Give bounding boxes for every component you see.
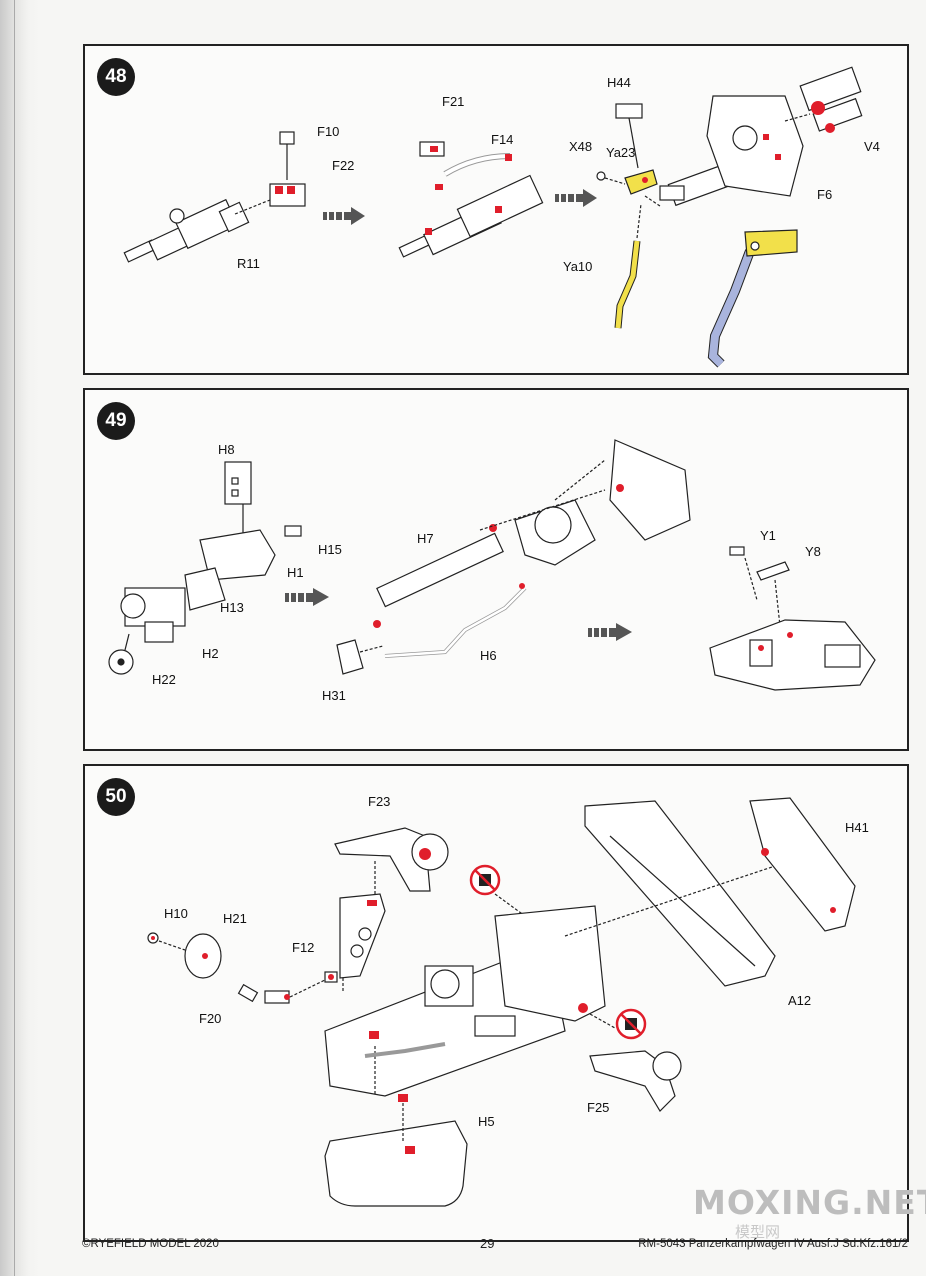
binding-edge xyxy=(14,0,15,1276)
direction-arrow-icon xyxy=(323,207,365,225)
direction-arrow-icon xyxy=(588,623,632,641)
label-f25: F25 xyxy=(587,1100,610,1115)
label-h21: H21 xyxy=(223,911,247,926)
part-v4 xyxy=(784,66,863,133)
no-glue-icon xyxy=(615,1008,647,1040)
label-y8: Y8 xyxy=(805,544,821,559)
part-h15 xyxy=(284,525,302,537)
label-y1: Y1 xyxy=(760,528,776,543)
part-f23 xyxy=(334,827,449,894)
part-y1 xyxy=(729,546,758,601)
part-ya10 xyxy=(614,203,642,329)
watermark-logo: MOXING.NET xyxy=(693,1183,926,1222)
label-f20: F20 xyxy=(199,1011,222,1026)
label-h7: H7 xyxy=(417,531,434,546)
label-h44: H44 xyxy=(607,75,631,90)
label-h13: H13 xyxy=(220,600,244,615)
step-49-panel: 49 xyxy=(83,388,909,751)
label-h15: H15 xyxy=(318,542,342,557)
label-h2: H2 xyxy=(202,646,219,661)
label-ya23: Ya23 xyxy=(606,145,636,160)
part-final-assembly-49 xyxy=(709,619,876,691)
label-x48: X48 xyxy=(569,139,593,154)
label-v4: V4 xyxy=(864,139,880,154)
label-ya10: Ya10 xyxy=(563,259,593,274)
step-number-badge: 50 xyxy=(97,778,135,816)
step-50-drawing xyxy=(147,797,856,1207)
label-h10: H10 xyxy=(164,906,188,921)
label-h8: H8 xyxy=(218,442,235,457)
label-f23: F23 xyxy=(368,794,391,809)
part-f20 xyxy=(237,979,326,1004)
label-a12: A12 xyxy=(788,993,812,1008)
step-number-badge: 49 xyxy=(97,402,135,440)
label-h22: H22 xyxy=(152,672,176,687)
label-h31: H31 xyxy=(322,688,346,703)
part-h22 xyxy=(108,633,134,675)
part-breech-assembly xyxy=(479,439,691,566)
part-h6 xyxy=(384,583,527,658)
label-f10: F10 xyxy=(317,124,340,139)
step-49-drawing xyxy=(108,439,876,691)
label-r11: R11 xyxy=(237,256,260,271)
label-h6: H6 xyxy=(480,648,497,663)
part-f10 xyxy=(279,131,295,180)
label-h1: H1 xyxy=(287,565,304,580)
part-h8 xyxy=(224,461,252,540)
direction-arrow-icon xyxy=(285,588,329,606)
label-h41: H41 xyxy=(845,820,869,835)
page-number: 29 xyxy=(480,1236,495,1251)
label-f6: F6 xyxy=(817,187,833,202)
step-50-panel: 50 xyxy=(83,764,909,1242)
part-f25 xyxy=(589,1050,682,1112)
part-f22 xyxy=(269,183,306,207)
label-f21: F21 xyxy=(442,94,465,109)
part-gun-cradle xyxy=(324,905,606,1097)
part-ya10-installed xyxy=(707,229,798,368)
label-f14: F14 xyxy=(491,132,514,147)
part-ya23 xyxy=(624,169,658,195)
part-r11-gun xyxy=(123,198,250,263)
footer-kit-title: RM-5043 Panzerkampfwagen IV Ausf.J Sd.Kf… xyxy=(638,1238,908,1250)
part-h44 xyxy=(615,103,643,169)
label-h5: H5 xyxy=(478,1114,495,1129)
direction-arrow-icon xyxy=(555,189,597,207)
step-48-panel: 48 xyxy=(83,44,909,375)
part-a12 xyxy=(564,800,806,987)
assembled-gun-middle xyxy=(398,141,544,258)
part-h7 xyxy=(373,524,504,628)
no-glue-icon xyxy=(469,864,501,896)
part-f6 xyxy=(706,95,804,197)
step-48-drawing xyxy=(123,66,863,368)
part-h10 xyxy=(147,932,159,944)
part-f12 xyxy=(324,893,386,991)
part-h1-h13-h2 xyxy=(120,529,276,643)
part-h41 xyxy=(749,797,856,932)
step-number-badge: 48 xyxy=(97,58,135,96)
watermark-subtitle: 模型网 xyxy=(735,1223,781,1241)
page-binding xyxy=(0,0,40,1276)
part-h31 xyxy=(336,639,384,675)
label-f12: F12 xyxy=(292,940,315,955)
part-h5 xyxy=(324,1042,468,1207)
part-y8 xyxy=(756,561,790,627)
part-h21 xyxy=(158,933,222,979)
footer-copyright: ©RYEFIELD MODEL 2020 xyxy=(82,1238,219,1250)
label-f22: F22 xyxy=(332,158,355,173)
